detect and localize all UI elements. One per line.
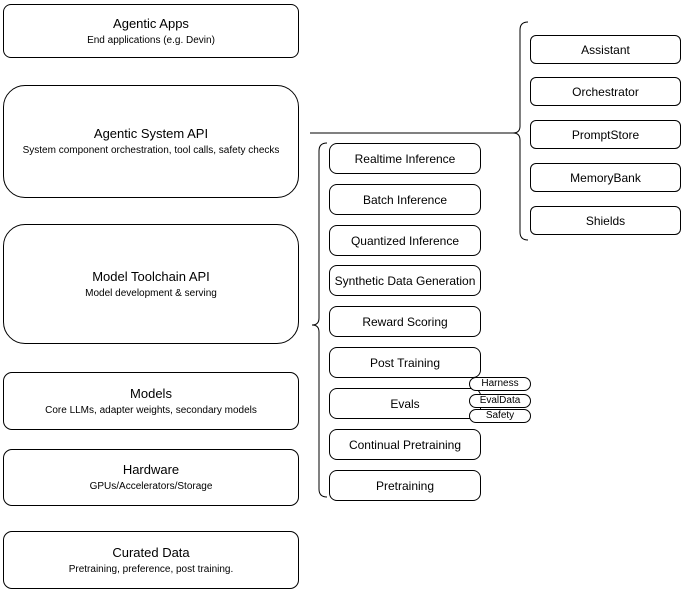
node-label: Reward Scoring bbox=[362, 314, 448, 329]
node-pretraining: Pretraining bbox=[329, 470, 481, 501]
node-subtitle: Model development & serving bbox=[85, 287, 217, 299]
node-label: Quantized Inference bbox=[350, 233, 460, 248]
node-subtitle: System component orchestration, tool cal… bbox=[22, 145, 280, 156]
node-subtitle: GPUs/Accelerators/Storage bbox=[89, 481, 213, 492]
node-subtitle: Core LLMs, adapter weights, secondary mo… bbox=[45, 404, 257, 416]
brace-system-components bbox=[512, 21, 529, 241]
node-evals: Evals bbox=[329, 388, 481, 419]
node-shields: Shields bbox=[530, 206, 681, 235]
node-model-toolchain-api: Model Toolchain API Model development & … bbox=[3, 224, 299, 344]
tag-evaldata: EvalData bbox=[469, 394, 531, 408]
node-agentic-apps: Agentic Apps End applications (e.g. Devi… bbox=[3, 4, 299, 58]
tag-label: Safety bbox=[485, 410, 515, 421]
node-title: Curated Data bbox=[112, 544, 190, 560]
node-label: Evals bbox=[390, 396, 420, 411]
tag-harness: Harness bbox=[469, 377, 531, 391]
node-title: Models bbox=[130, 385, 172, 401]
node-continual-pretraining: Continual Pretraining bbox=[329, 429, 481, 460]
node-label: PromptStore bbox=[571, 127, 640, 142]
node-reward-scoring: Reward Scoring bbox=[329, 306, 481, 337]
node-quantized-inference: Quantized Inference bbox=[329, 225, 481, 256]
node-post-training: Post Training bbox=[329, 347, 481, 378]
node-subtitle: End applications (e.g. Devin) bbox=[87, 34, 215, 46]
tag-safety: Safety bbox=[469, 409, 531, 423]
node-assistant: Assistant bbox=[530, 35, 681, 64]
node-label: Post Training bbox=[369, 355, 441, 370]
node-agentic-system-api: Agentic System API System component orch… bbox=[3, 85, 299, 198]
tag-label: Harness bbox=[481, 378, 519, 389]
node-orchestrator: Orchestrator bbox=[530, 77, 681, 106]
node-label: Realtime Inference bbox=[354, 151, 456, 166]
node-title: Agentic System API bbox=[93, 126, 209, 141]
node-synthetic-data-generation: Synthetic Data Generation bbox=[329, 265, 481, 296]
node-promptstore: PromptStore bbox=[530, 120, 681, 149]
node-label: Orchestrator bbox=[572, 84, 639, 99]
node-memorybank: MemoryBank bbox=[530, 163, 681, 192]
node-models: Models Core LLMs, adapter weights, secon… bbox=[3, 372, 299, 430]
node-label: Shields bbox=[585, 213, 626, 228]
brace-toolchain-items bbox=[311, 142, 328, 498]
node-label: Assistant bbox=[581, 42, 630, 57]
node-title: Hardware bbox=[122, 462, 180, 477]
node-title: Agentic Apps bbox=[113, 15, 189, 31]
node-label: Pretraining bbox=[375, 478, 435, 493]
node-batch-inference: Batch Inference bbox=[329, 184, 481, 215]
node-realtime-inference: Realtime Inference bbox=[329, 143, 481, 174]
node-curated-data: Curated Data Pretraining, preference, po… bbox=[3, 531, 299, 589]
node-label: Synthetic Data Generation bbox=[334, 273, 476, 288]
node-label: MemoryBank bbox=[570, 170, 641, 185]
node-hardware: Hardware GPUs/Accelerators/Storage bbox=[3, 449, 299, 506]
node-label: Continual Pretraining bbox=[348, 437, 462, 452]
node-label: Batch Inference bbox=[362, 192, 448, 207]
tag-label: EvalData bbox=[479, 395, 521, 406]
node-subtitle: Pretraining, preference, post training. bbox=[68, 563, 234, 575]
node-title: Model Toolchain API bbox=[92, 268, 210, 284]
